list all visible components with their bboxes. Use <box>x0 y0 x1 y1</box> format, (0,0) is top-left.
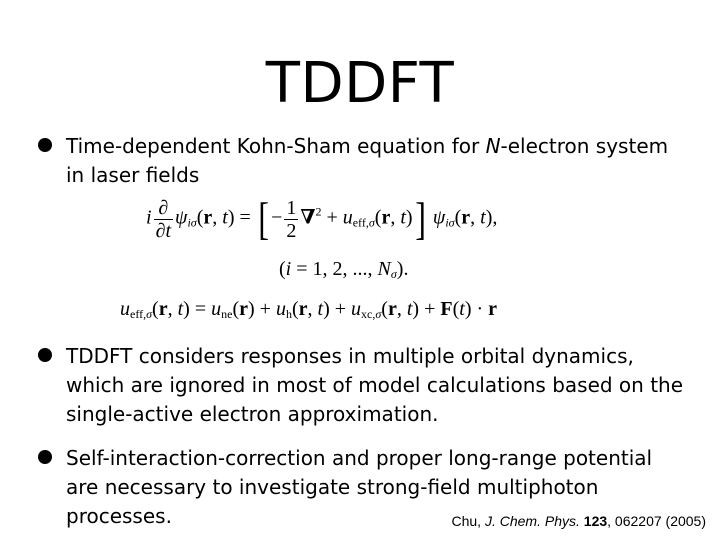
bullet-1-text-n: N <box>485 134 501 158</box>
citation-journal: J. Chem. Phys. <box>484 513 580 529</box>
citation: Chu, J. Chem. Phys. 123, 062207 (2005) <box>452 513 707 529</box>
citation-rest: , 062207 (2005) <box>607 513 706 529</box>
citation-volume: 123 <box>583 513 608 529</box>
bullet-dot <box>38 348 52 362</box>
bullet-1-text-a: Time-dependent Kohn-Sham equation for <box>66 134 486 158</box>
effective-potential-equation: ueff,σ(r, t) = une(r) + uh(r, t) + uxc,σ… <box>120 298 498 321</box>
slide-title: TDDFT <box>265 51 455 116</box>
bullet-3-line-3: processes. <box>66 504 172 528</box>
bullet-3-line-2: are necessary to investigate strong-fiel… <box>66 475 599 499</box>
bullet-3: Self-interaction-correction and proper l… <box>66 444 706 531</box>
bullet-2-line-2: which are ignored in most of model calcu… <box>66 373 684 397</box>
bullet-1: Time-dependent Kohn-Sham equation for N-… <box>66 132 706 190</box>
bullet-dot <box>38 450 52 464</box>
citation-author: Chu, <box>451 513 485 529</box>
index-range-equation: (i = 1, 2, ..., Nσ). <box>279 258 409 281</box>
bullet-1-text-b: -electron system <box>500 134 669 158</box>
bullet-2-line-1: TDDFT considers responses in multiple or… <box>66 344 634 368</box>
bullet-2-line-3: single-active electron approximation. <box>66 402 439 426</box>
bullet-dot <box>38 138 52 152</box>
bullet-3-line-1: Self-interaction-correction and proper l… <box>66 446 653 470</box>
bullet-1-text-line2: in laser fields <box>66 163 200 187</box>
bullet-2: TDDFT considers responses in multiple or… <box>66 342 706 429</box>
